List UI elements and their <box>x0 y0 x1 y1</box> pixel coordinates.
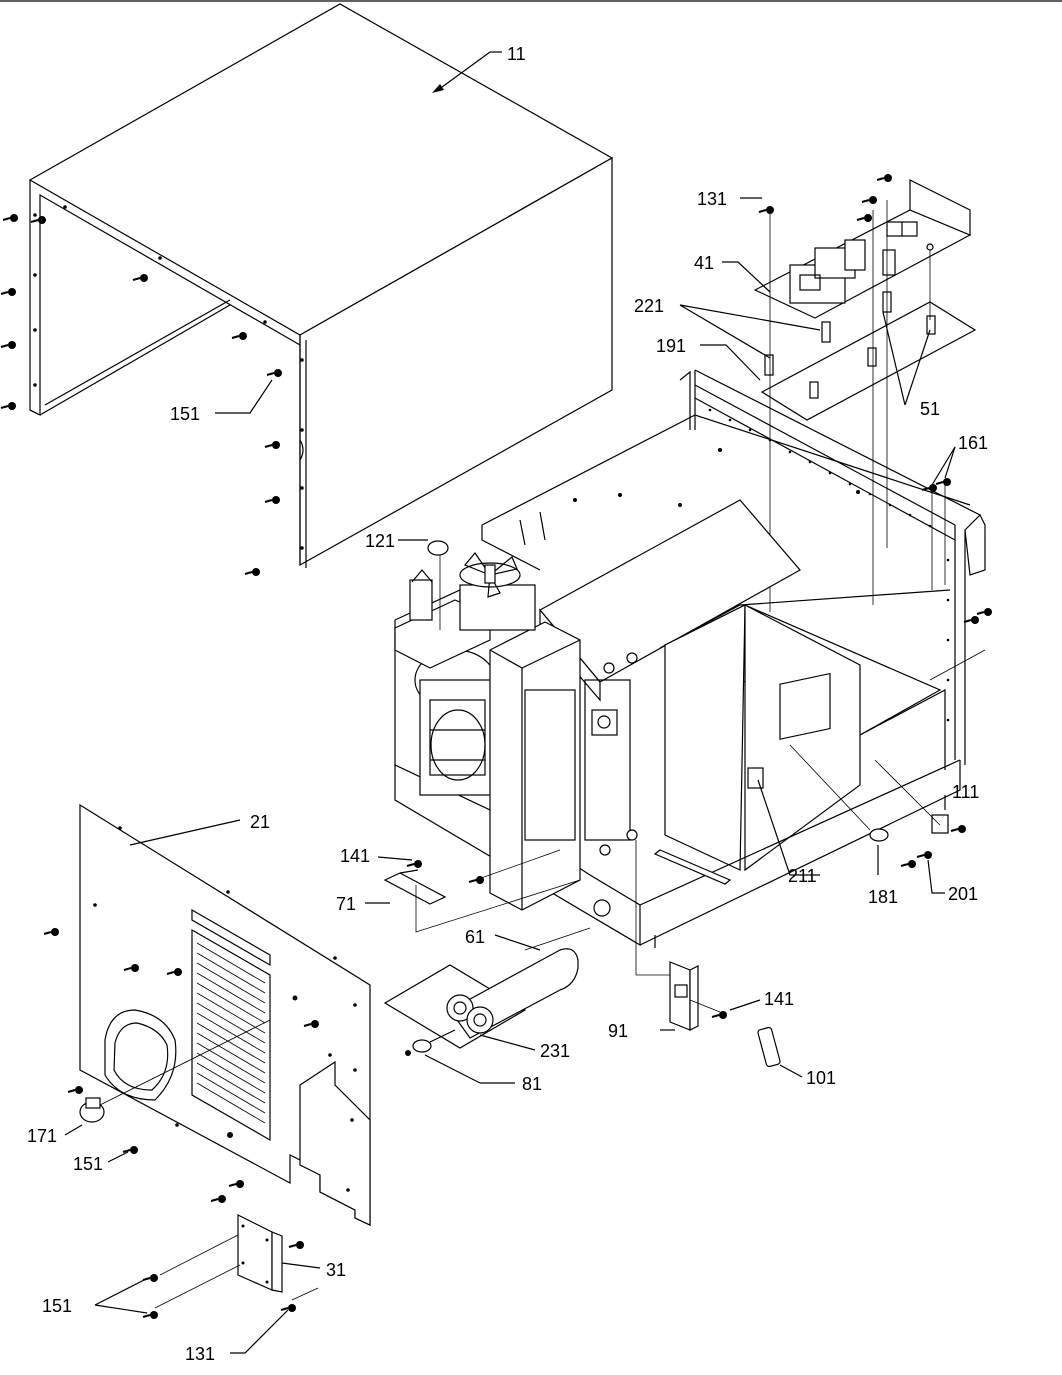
callout-41: 41 <box>694 253 771 293</box>
label-171: 171 <box>27 1126 57 1146</box>
callout-151-top: 151 <box>170 379 273 424</box>
control-bracket-assembly <box>753 173 977 612</box>
label-221: 221 <box>634 296 664 316</box>
callout-131-top: 131 <box>697 189 762 209</box>
callout-151-mid: 151 <box>73 1145 139 1174</box>
callout-21: 21 <box>129 812 270 846</box>
label-91: 91 <box>608 1021 628 1041</box>
callout-181: 181 <box>789 744 898 907</box>
label-21: 21 <box>250 812 270 832</box>
callout-171: 171 <box>27 1019 271 1146</box>
label-161: 161 <box>958 433 988 453</box>
callout-201: 201 <box>900 850 978 904</box>
callout-121: 121 <box>365 531 449 630</box>
callout-191: 191 <box>656 336 761 381</box>
fuse-holder-assembly: 91 141 101 <box>608 840 836 1088</box>
label-61: 61 <box>465 927 485 947</box>
callout-131-bottom: 131 <box>185 1287 319 1364</box>
label-51: 51 <box>920 399 940 419</box>
callout-51: 51 <box>882 311 940 419</box>
label-41: 41 <box>694 253 714 273</box>
callout-221: 221 <box>634 296 821 359</box>
label-211: 211 <box>788 866 817 886</box>
callout-11: 11 <box>432 44 526 93</box>
label-11: 11 <box>507 44 526 64</box>
label-81: 81 <box>522 1074 542 1094</box>
label-121: 121 <box>365 531 395 551</box>
label-191: 191 <box>656 336 686 356</box>
label-151-top: 151 <box>170 404 200 424</box>
callout-141-top: 141 <box>340 846 485 885</box>
label-71: 71 <box>336 894 356 914</box>
label-111: 111 <box>952 782 979 802</box>
outer-cabinet-cover <box>0 3 614 577</box>
label-101: 101 <box>806 1068 836 1088</box>
label-131-bottom: 131 <box>185 1344 215 1364</box>
label-181: 181 <box>868 887 898 907</box>
bracket-plate-31: 31 <box>154 1214 346 1309</box>
label-151-mid: 151 <box>73 1154 103 1174</box>
part-71: 71 <box>336 849 581 933</box>
callout-111: 111 <box>874 759 979 834</box>
label-231: 231 <box>540 1041 570 1061</box>
main-chassis <box>394 369 986 948</box>
callout-151-bottom: 151 <box>42 1273 159 1320</box>
side-screws <box>929 607 993 681</box>
capacitor-assembly: 61 231 <box>383 927 591 1061</box>
callout-211: 211 <box>757 779 820 886</box>
label-131-top: 131 <box>697 189 727 209</box>
label-151-bottom: 151 <box>42 1296 72 1316</box>
label-31: 31 <box>326 1260 346 1280</box>
label-141-bottom: 141 <box>764 989 794 1009</box>
label-201: 201 <box>948 884 978 904</box>
label-141-top: 141 <box>340 846 370 866</box>
back-panel <box>43 803 371 1250</box>
part-81: 81 <box>405 1029 542 1094</box>
